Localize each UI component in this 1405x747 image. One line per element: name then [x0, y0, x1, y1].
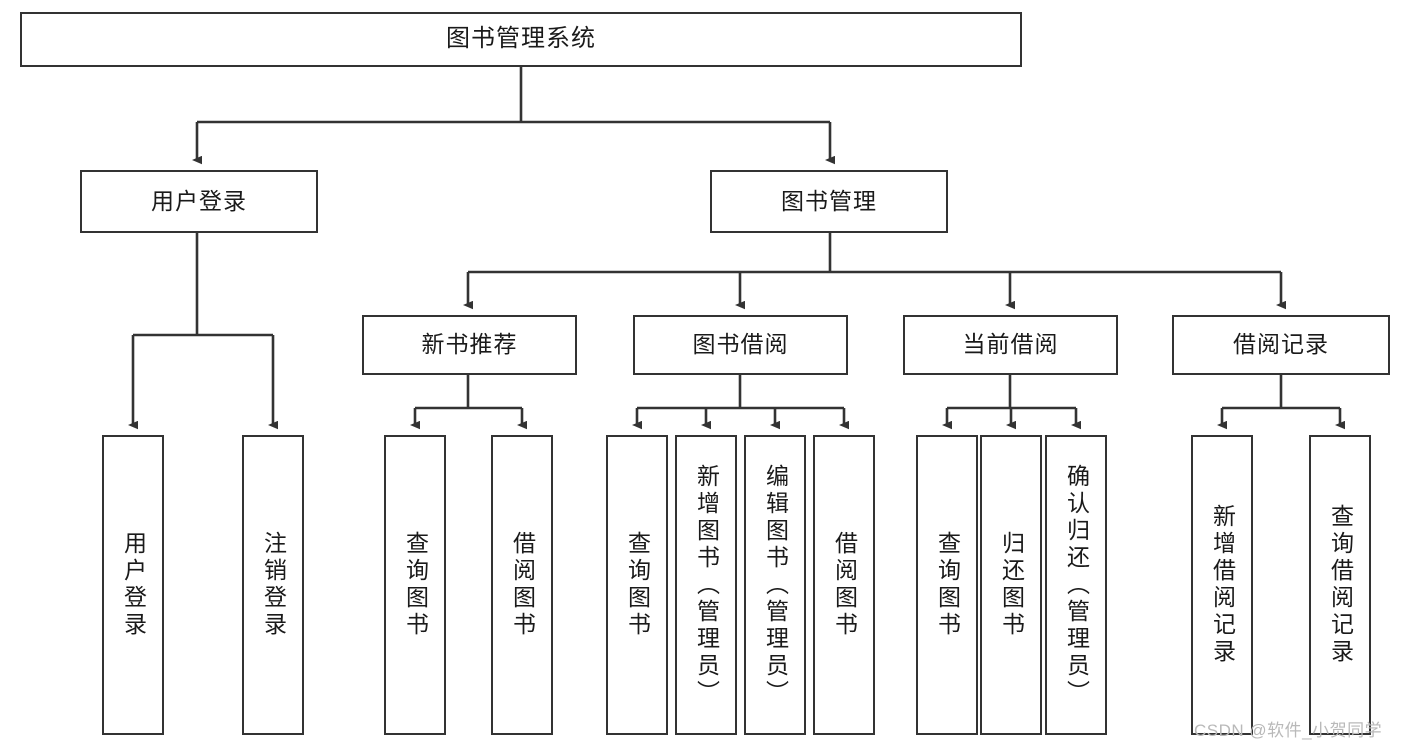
node-label: 借阅记录: [1233, 331, 1329, 358]
node-label: 注销登录: [260, 531, 287, 639]
node-borrow-record[interactable]: 借阅记录: [1172, 315, 1390, 375]
node-label: 借阅图书: [509, 531, 536, 639]
leaf-user-login-login[interactable]: 用户登录: [102, 435, 164, 735]
node-current-borrow[interactable]: 当前借阅: [903, 315, 1118, 375]
node-label: 当前借阅: [962, 331, 1059, 358]
node-user-login[interactable]: 用户登录: [80, 170, 318, 233]
leaf-current-return-book[interactable]: 归还图书: [980, 435, 1042, 735]
node-new-book-recommend[interactable]: 新书推荐: [362, 315, 577, 375]
node-label: 归还图书: [998, 531, 1025, 639]
node-label: 新增借阅记录: [1209, 504, 1236, 666]
node-label: 确认归还（管理员）: [1063, 463, 1090, 707]
node-book-management[interactable]: 图书管理: [710, 170, 948, 233]
leaf-borrow-query-book[interactable]: 查询图书: [606, 435, 668, 735]
leaf-record-query-record[interactable]: 查询借阅记录: [1309, 435, 1371, 735]
node-label: 新书推荐: [421, 331, 518, 358]
node-label: 用户登录: [120, 531, 147, 639]
node-label: 编辑图书（管理员）: [762, 463, 789, 707]
node-label: 图书借阅: [692, 331, 789, 358]
csdn-watermark: CSDN @软件_小贺同学: [1194, 721, 1383, 740]
leaf-borrow-add-book-admin[interactable]: 新增图书（管理员）: [675, 435, 737, 735]
node-label: 查询图书: [934, 531, 961, 639]
node-label: 查询图书: [402, 531, 429, 639]
node-label: 新增图书（管理员）: [693, 463, 720, 707]
node-label: 图书管理系统: [446, 25, 596, 53]
node-label: 借阅图书: [831, 531, 858, 639]
node-root-book-management-system[interactable]: 图书管理系统: [20, 12, 1022, 67]
leaf-current-confirm-return-admin[interactable]: 确认归还（管理员）: [1045, 435, 1107, 735]
node-book-borrow[interactable]: 图书借阅: [633, 315, 848, 375]
leaf-new-book-query-book[interactable]: 查询图书: [384, 435, 446, 735]
leaf-record-add-record[interactable]: 新增借阅记录: [1191, 435, 1253, 735]
node-label: 用户登录: [151, 187, 247, 214]
leaf-new-book-borrow-book[interactable]: 借阅图书: [491, 435, 553, 735]
leaf-current-query-book[interactable]: 查询图书: [916, 435, 978, 735]
node-label: 查询借阅记录: [1327, 504, 1354, 666]
node-label: 图书管理: [781, 187, 877, 214]
node-label: 查询图书: [624, 531, 651, 639]
leaf-borrow-edit-book-admin[interactable]: 编辑图书（管理员）: [744, 435, 806, 735]
leaf-user-login-logout[interactable]: 注销登录: [242, 435, 304, 735]
leaf-borrow-borrow-book[interactable]: 借阅图书: [813, 435, 875, 735]
